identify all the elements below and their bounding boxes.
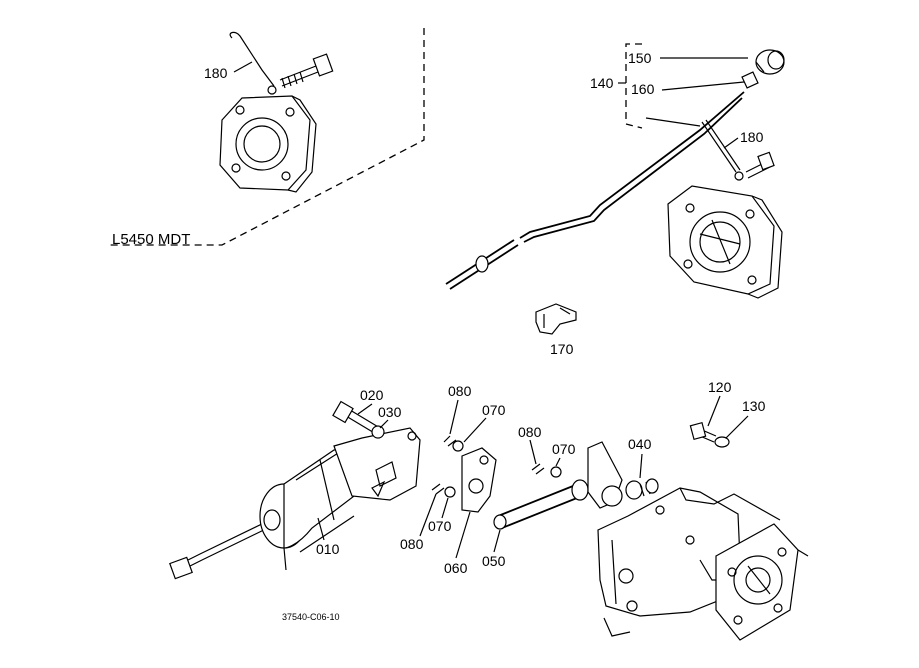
callout-070-middle: 070 (552, 441, 576, 457)
linkage-assembly: 060 080 070 080 070 050 080 070 (400, 383, 659, 576)
callout-030: 030 (378, 404, 402, 420)
callout-050: 050 (482, 553, 506, 569)
drawing-number: 37540-C06-10 (282, 612, 340, 622)
callout-130: 130 (742, 398, 766, 414)
callout-010: 010 (316, 541, 340, 557)
callout-160: 160 (631, 81, 655, 97)
callout-020: 020 (360, 387, 384, 403)
callout-040: 040 (628, 436, 652, 452)
callout-150: 150 (628, 50, 652, 66)
stop-rod-assembly: 140 150 160 180 (445, 43, 785, 299)
callout-180-left: 180 (204, 65, 228, 81)
model-label: L5450 MDT (112, 231, 190, 248)
callout-070-bottom: 070 (428, 518, 452, 534)
callout-080-middle: 080 (518, 424, 542, 440)
callout-080-bottom: 080 (400, 536, 424, 552)
callout-120: 120 (708, 379, 732, 395)
part-170-bracket: 170 (535, 303, 577, 357)
callout-140: 140 (590, 75, 614, 91)
callout-070-top: 070 (482, 402, 506, 418)
solenoid-assembly: 020 030 010 (169, 387, 421, 580)
callout-080-top: 080 (448, 383, 472, 399)
callout-180-right: 180 (740, 129, 764, 145)
inset-l5450-mdt: L5450 MDT 180 (108, 28, 425, 248)
injection-pump-body: 120 130 (597, 379, 809, 641)
callout-170: 170 (550, 341, 574, 357)
callout-060: 060 (444, 560, 468, 576)
